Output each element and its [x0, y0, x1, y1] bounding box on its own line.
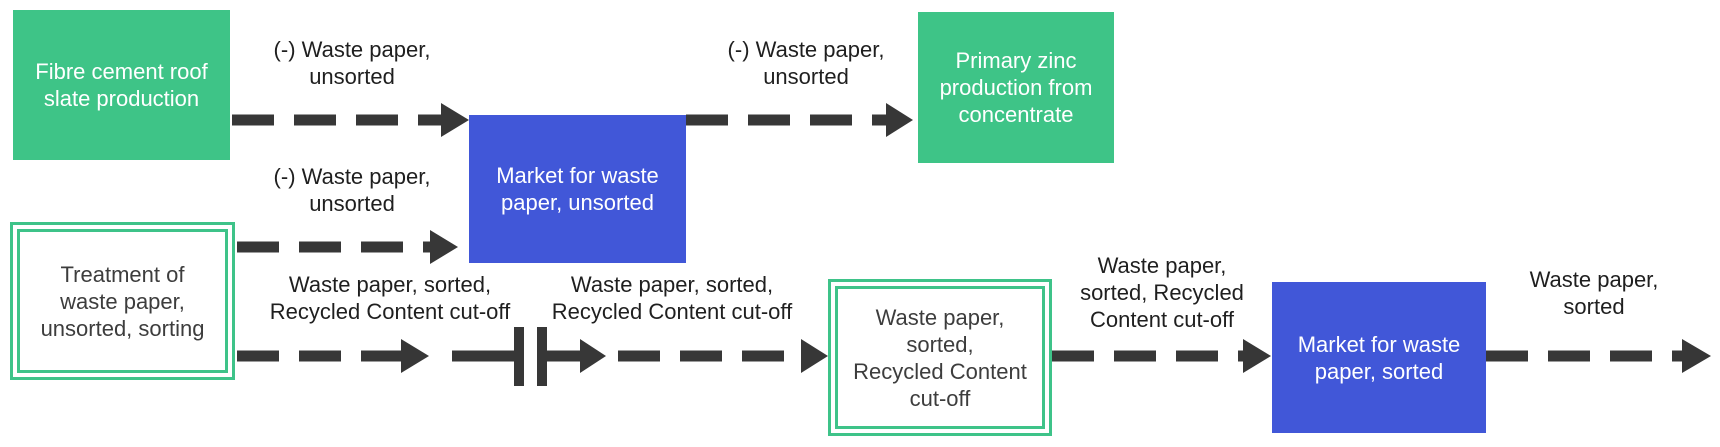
arrowhead-icon [580, 339, 606, 373]
edge-label-treatment-to-market: (-) Waste paper, unsorted [273, 164, 431, 216]
arrowhead-icon [1243, 339, 1271, 373]
edge-label-cutoff-symbol-to-box: Waste paper, sorted, Recycled Content cu… [551, 272, 793, 324]
arrowhead-icon [441, 103, 469, 137]
arrowhead-icon [430, 230, 458, 264]
node-fibre-cement-production: Fibre cement roof slate production [13, 10, 230, 160]
node-inner-border: Waste paper, sorted, Recycled Content cu… [835, 286, 1045, 429]
arrowhead-icon [1682, 339, 1711, 373]
node-label: Waste paper, sorted, Recycled Content cu… [853, 304, 1027, 411]
arrow-treatment-to-market-unsorted [237, 230, 458, 264]
node-treatment-waste-paper-sorting: Treatment of waste paper, unsorted, sort… [10, 222, 235, 380]
node-primary-zinc-production: Primary zinc production from concentrate [918, 12, 1114, 163]
node-label: Market for waste paper, sorted [1297, 331, 1461, 384]
arrow-market-unsorted-to-zinc [686, 103, 913, 137]
arrow-fibre-to-market-unsorted [232, 103, 469, 137]
arrowhead-icon [886, 103, 913, 137]
arrow-market-sorted-output [1486, 339, 1711, 373]
edge-label-box-to-market-sorted: Waste paper, sorted, Recycled Content cu… [1080, 253, 1244, 332]
node-label: Fibre cement roof slate production [35, 59, 208, 111]
arrow-box-to-market-sorted [1052, 339, 1271, 373]
node-market-waste-paper-unsorted: Market for waste paper, unsorted [469, 115, 686, 263]
edge-label-fibre-to-market: (-) Waste paper, unsorted [273, 37, 431, 89]
node-inner-border: Treatment of waste paper, unsorted, sort… [17, 229, 228, 373]
arrow-cutoff-symbol-to-box [542, 339, 828, 373]
edge-label-market-sorted-output: Waste paper, sorted [1529, 267, 1659, 319]
node-market-waste-paper-sorted: Market for waste paper, sorted [1272, 282, 1486, 433]
arrowhead-icon [401, 339, 429, 373]
node-waste-paper-sorted-cutoff: Waste paper, sorted, Recycled Content cu… [828, 279, 1052, 436]
edge-label-market-to-zinc: (-) Waste paper, unsorted [727, 37, 885, 89]
node-label: Market for waste paper, unsorted [496, 163, 659, 215]
edge-label-treatment-to-cutoff-symbol: Waste paper, sorted, Recycled Content cu… [269, 272, 511, 324]
node-label: Primary zinc production from concentrate [939, 48, 1093, 127]
arrowhead-icon [801, 339, 828, 373]
node-label: Treatment of waste paper, unsorted, sort… [40, 261, 205, 341]
arrow-treatment-to-cutoff-symbol [237, 339, 519, 373]
